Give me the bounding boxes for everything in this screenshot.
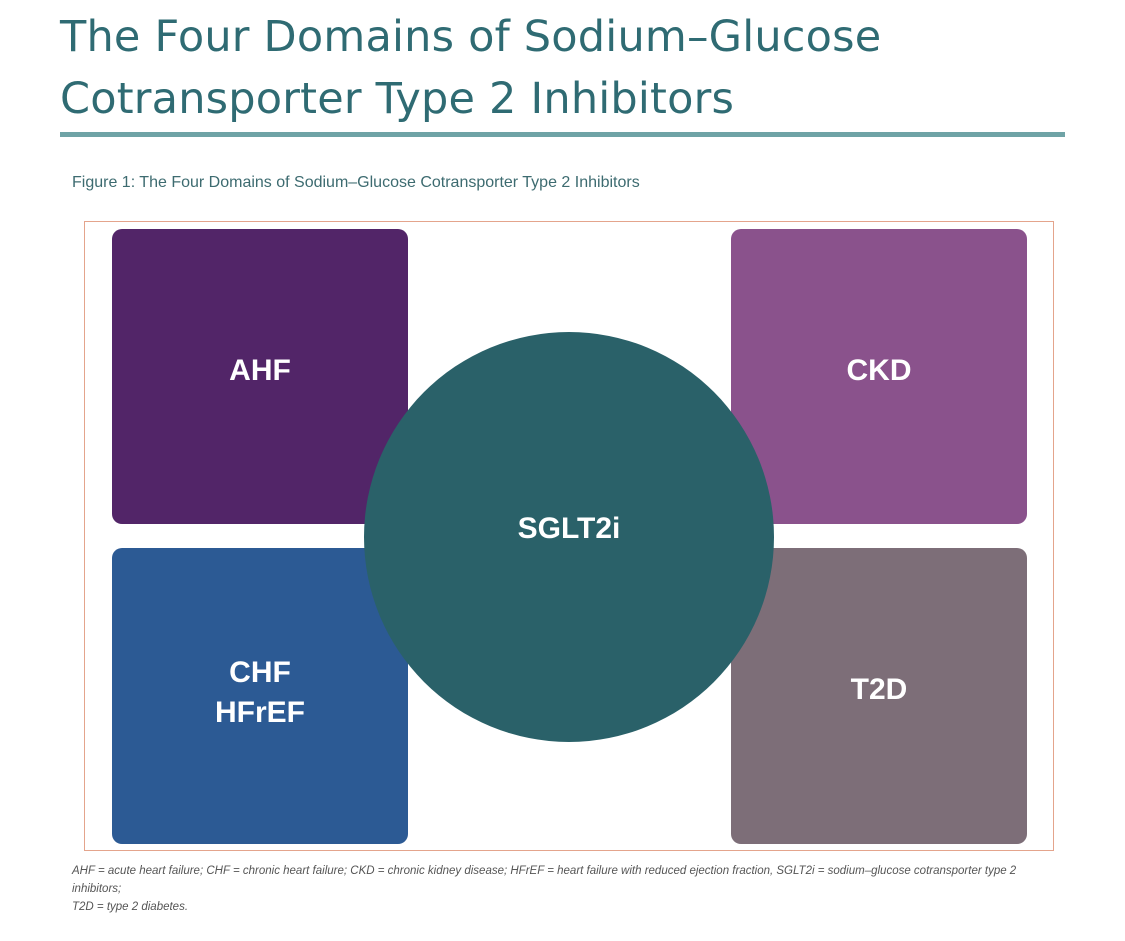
domain-box-t2d: T2D bbox=[731, 548, 1027, 844]
domain-label-chf: CHF bbox=[229, 656, 291, 689]
figure-caption: Figure 1: The Four Domains of Sodium–Glu… bbox=[72, 174, 640, 191]
page-title-line-2: Cotransporter Type 2 Inhibitors bbox=[60, 74, 735, 124]
figure-frame bbox=[84, 221, 1054, 851]
domain-box-ckd: CKD bbox=[731, 229, 1027, 524]
domain-label-t2d: T2D bbox=[850, 673, 908, 706]
page-title-line-1: The Four Domains of Sodium–Glucose bbox=[60, 12, 882, 62]
footnote-line-2: T2D = type 2 diabetes. bbox=[72, 901, 189, 913]
center-circle-sglt2i: SGLT2i bbox=[364, 332, 774, 742]
domain-box-ahf: AHF bbox=[112, 229, 408, 524]
footnote-line-1: AHF = acute heart failure; CHF = chronic… bbox=[72, 865, 1017, 895]
title-divider bbox=[60, 132, 1065, 137]
footnote: AHF = acute heart failure; CHF = chronic… bbox=[72, 862, 1062, 916]
domain-label-ahf: AHF bbox=[229, 353, 291, 387]
center-label-sglt2i: SGLT2i bbox=[517, 512, 621, 545]
domain-label-ckd: CKD bbox=[846, 353, 912, 387]
page-title: The Four Domains of Sodium–Glucose Cotra… bbox=[60, 6, 1070, 130]
domain-box-chf-hfref: CHF HFrEF bbox=[112, 548, 408, 844]
domain-label-hfref: HFrEF bbox=[215, 696, 305, 729]
